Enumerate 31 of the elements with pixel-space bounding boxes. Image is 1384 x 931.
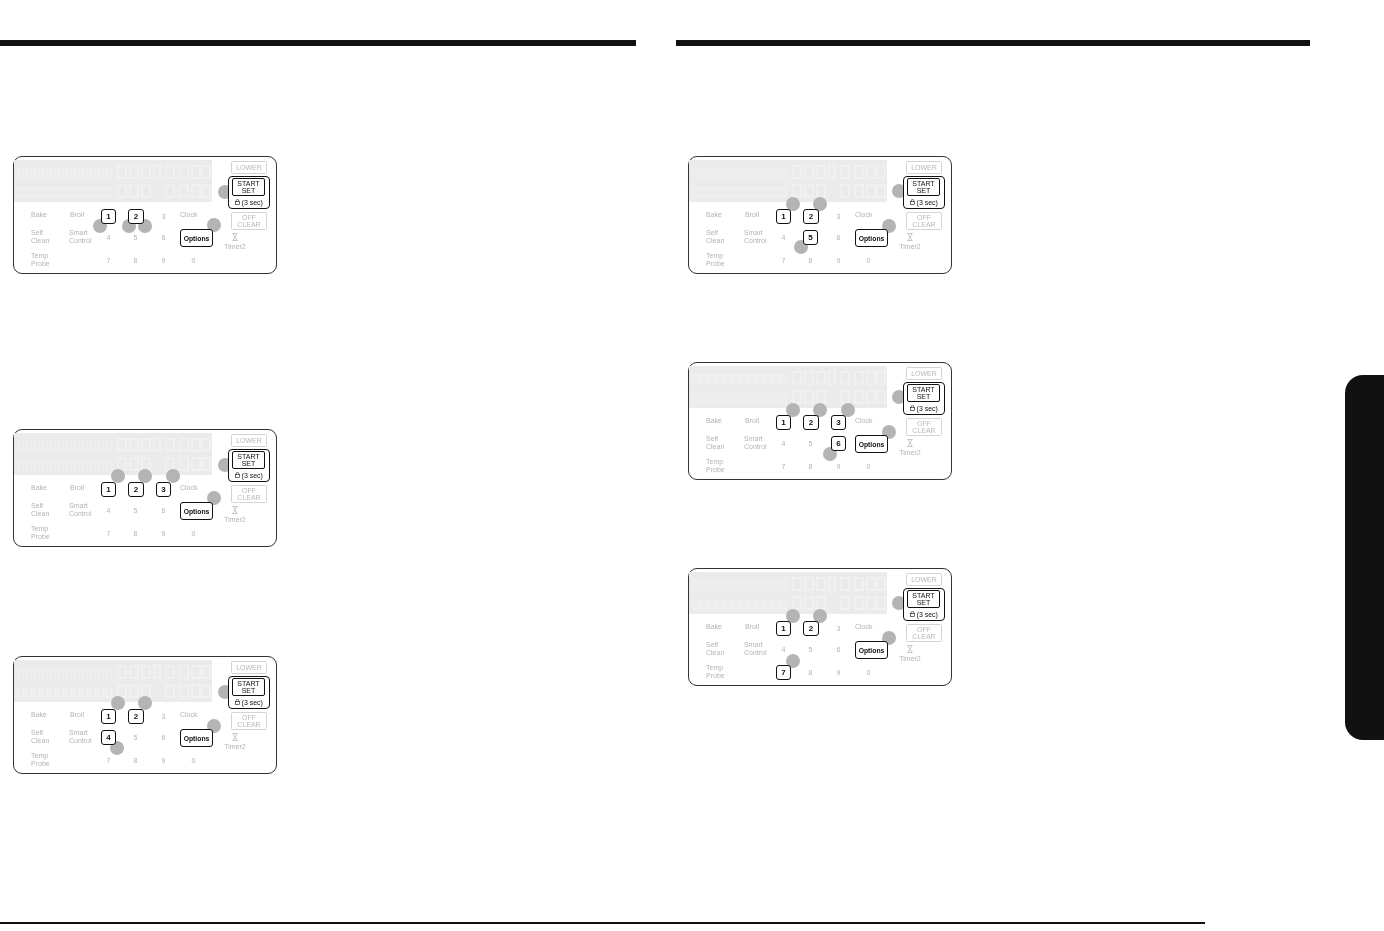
keypad-key: 1 [776,209,791,224]
key-frame [228,449,270,482]
keypad-key: 2 [803,415,819,430]
keypad-key: 2 [128,709,144,724]
section-tab [1345,375,1384,740]
keypad-key: 1 [101,482,116,497]
keypad-key: 7 [776,665,791,680]
control-panel [688,362,952,480]
key-frame [228,676,270,709]
keypad-key: 5 [803,230,818,245]
keypad-key: 1 [101,209,116,224]
keypad-key: 6 [831,436,846,451]
control-panel [13,656,277,774]
keypad-key: 2 [128,482,144,497]
keypad-key: 1 [776,621,791,636]
control-panel [13,429,277,547]
keypad-key: 3 [831,415,846,430]
key-frame [903,588,945,621]
key-frame [903,382,945,415]
control-panel [13,156,277,274]
keypad-key: 3 [156,482,171,497]
keypad-key: 1 [101,709,116,724]
keypad-key: 2 [803,621,819,636]
key-frame [903,176,945,209]
key-frame [228,176,270,209]
keypad-key: 4 [101,730,116,745]
control-panel [688,568,952,686]
keypad-key: 2 [803,209,819,224]
control-panel [688,156,952,274]
keypad-key: 2 [128,209,144,224]
keypad-key: 1 [776,415,791,430]
